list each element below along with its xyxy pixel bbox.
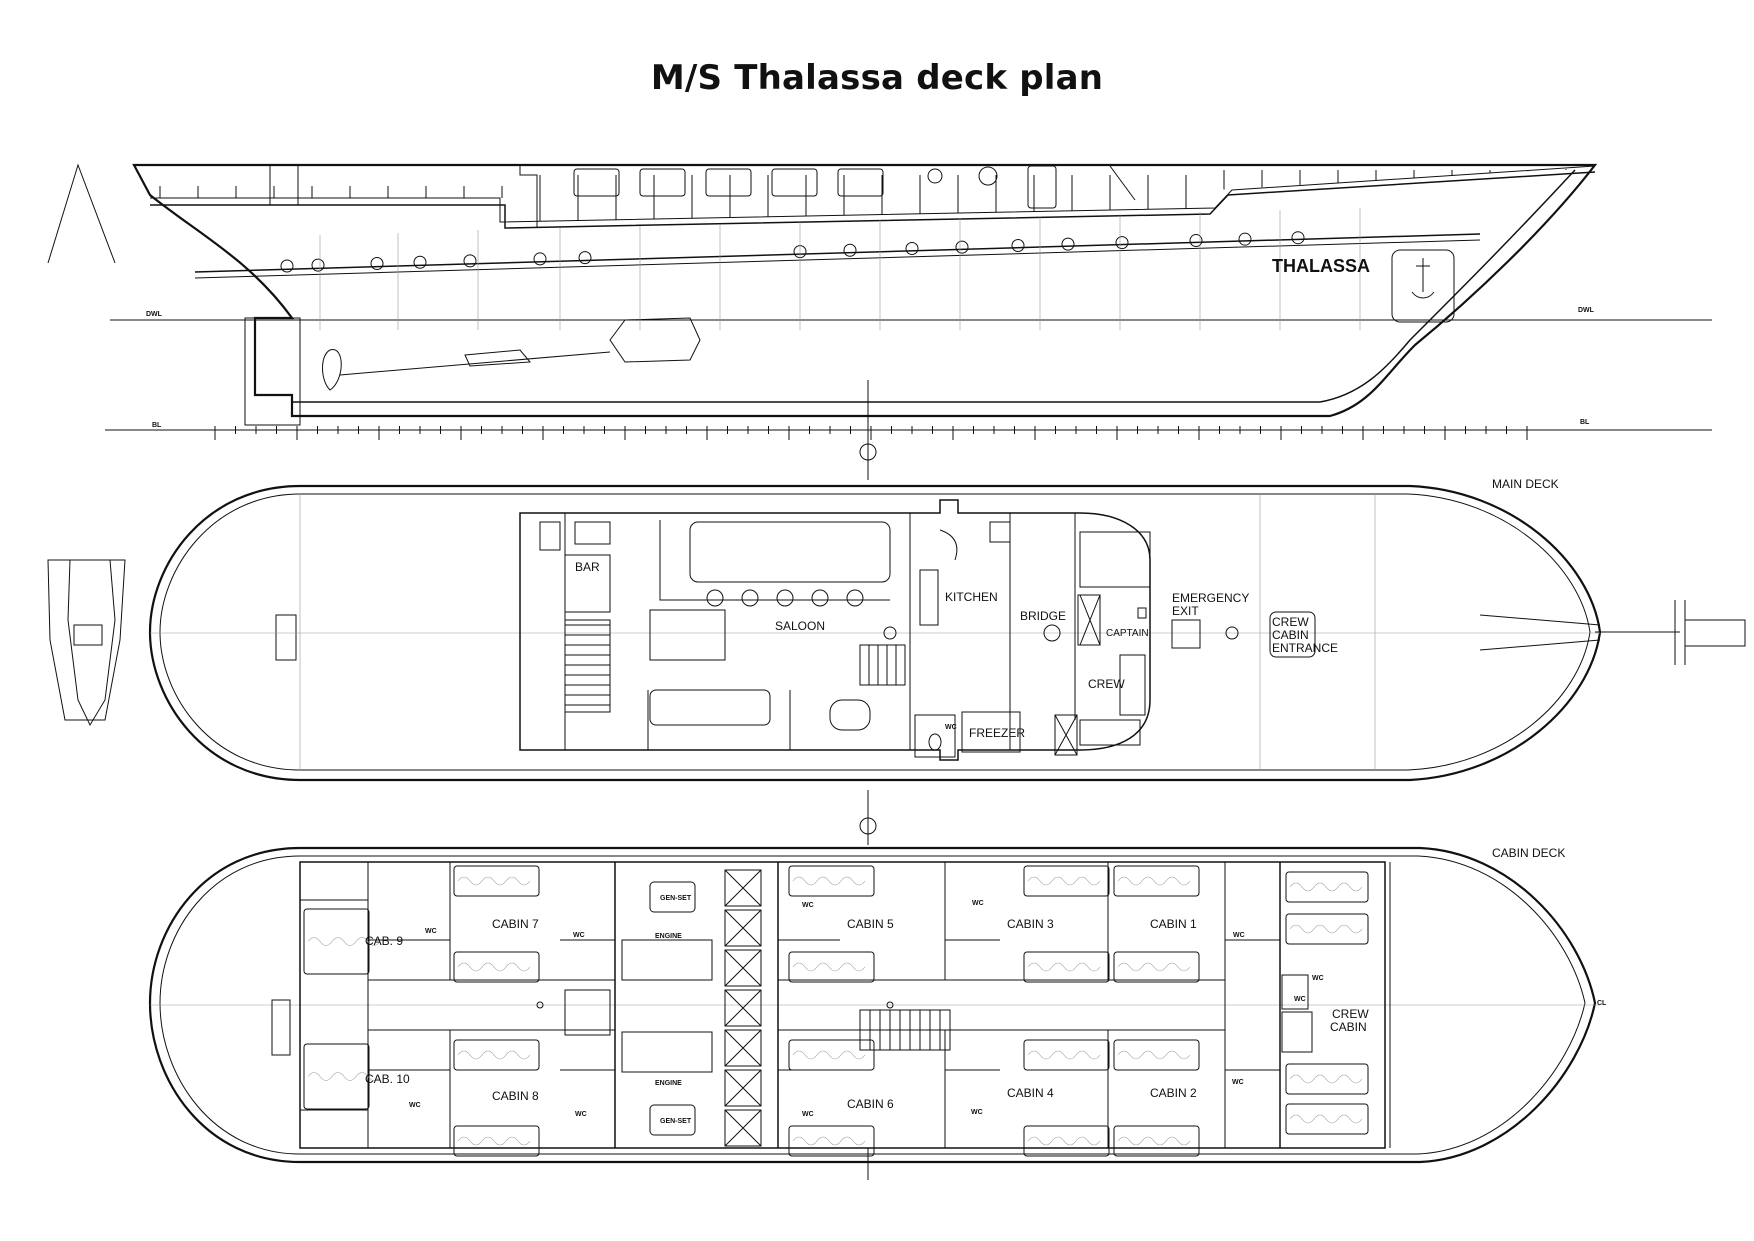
ship-name-label: THALASSA [1272, 256, 1370, 276]
cabin-6-label: CABIN 6 [847, 1097, 894, 1111]
wc-label-4: WC [972, 900, 984, 907]
page-title: M/S Thalassa deck plan [650, 58, 1104, 98]
cabin-7-label: CABIN 7 [492, 917, 539, 931]
saloon-label: SALOON [775, 619, 825, 633]
freezer-label: FREEZER [969, 726, 1025, 740]
engine-label-top: ENGINE [655, 933, 682, 940]
cabin-4-label: CABIN 4 [1007, 1086, 1054, 1100]
crew-entrance-label-1: CREW [1272, 615, 1309, 629]
cabin-1-label: CABIN 1 [1150, 917, 1197, 931]
captain-label: CAPTAIN [1106, 628, 1149, 639]
wc-label-10: WC [802, 1111, 814, 1118]
cl-label: CL [1597, 1000, 1607, 1007]
dwl-label-right: DWL [1578, 307, 1595, 314]
emergency-exit-label-1: EMERGENCY [1172, 591, 1249, 605]
main-deck-label: MAIN DECK [1492, 477, 1559, 491]
side-profile: THALASSA DWL DWL BL BL [47, 163, 1712, 480]
genset-label-bottom: GEN-SET [660, 1118, 692, 1125]
dwl-label-left: DWL [146, 311, 163, 318]
kitchen-label: KITCHEN [945, 590, 998, 604]
cabin-9-label: CAB. 9 [365, 934, 403, 948]
wc-label-5: WC [1233, 932, 1245, 939]
wc-label-6: WC [1294, 996, 1306, 1003]
crew-entrance-label-2: CABIN [1272, 628, 1309, 642]
genset-label-top: GEN-SET [660, 895, 692, 902]
cabin-3-label: CABIN 3 [1007, 917, 1054, 931]
wc-label-9: WC [575, 1111, 587, 1118]
cabin-deck-plan: CABIN DECK [148, 846, 1607, 1180]
crew-label: CREW [1088, 677, 1125, 691]
wc-label-11: WC [971, 1109, 983, 1116]
bl-label-right: BL [1580, 419, 1590, 426]
wc-label: WC [945, 724, 957, 731]
bridge-label: BRIDGE [1020, 609, 1066, 623]
wc-label-2: WC [573, 932, 585, 939]
cabin-5-label: CABIN 5 [847, 917, 894, 931]
engine-label-bottom: ENGINE [655, 1080, 682, 1087]
wc-label-7: WC [1312, 975, 1324, 982]
crew-cabin-label-1: CREW [1332, 1007, 1369, 1021]
crew-cabin-label-2: CABIN [1330, 1020, 1367, 1034]
bl-label-left: BL [152, 422, 162, 429]
wc-label-3: WC [802, 902, 814, 909]
cabin-2-label: CABIN 2 [1150, 1086, 1197, 1100]
cabin-8-label: CABIN 8 [492, 1089, 539, 1103]
wc-label-8: WC [409, 1102, 421, 1109]
bar-label: BAR [575, 560, 600, 574]
wc-label-1: WC [425, 928, 437, 935]
cabin-deck-label: CABIN DECK [1492, 846, 1565, 860]
crew-entrance-label-3: ENTRANCE [1272, 641, 1338, 655]
wc-label-12: WC [1232, 1079, 1244, 1086]
main-deck-plan: MAIN DECK [47, 477, 1746, 845]
emergency-exit-label-2: EXIT [1172, 604, 1199, 618]
cabin-10-label: CAB. 10 [365, 1072, 410, 1086]
